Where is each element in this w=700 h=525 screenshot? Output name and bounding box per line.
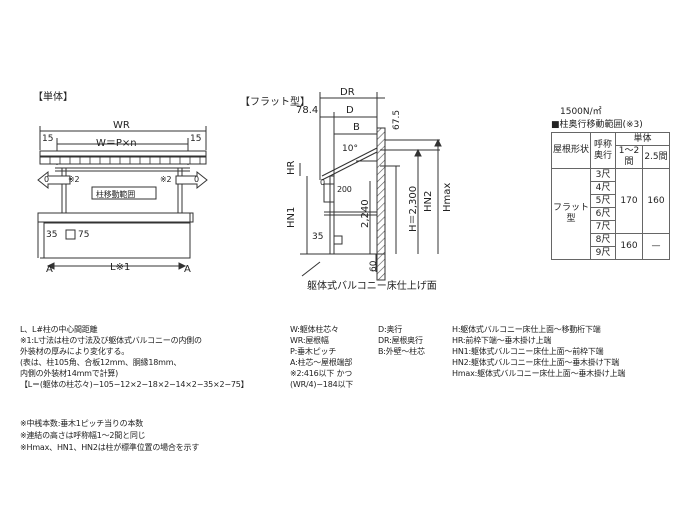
note-line: HN1:躯体式バルコニー床仕上面～前枠下端: [452, 347, 604, 356]
note-line: A:柱芯～屋根端部: [290, 358, 353, 367]
label-hn2: HN2: [423, 190, 434, 212]
cell-v2a: 160: [642, 168, 670, 234]
cell-call: 3尺: [590, 168, 616, 182]
label-2240: 2,240: [360, 199, 371, 228]
front-view: [37, 126, 208, 270]
label-w-formula: W＝P×n: [96, 138, 137, 149]
side-view: [299, 92, 442, 281]
cell-call: 4尺: [590, 181, 616, 195]
label-l-dimension: L※1: [110, 262, 131, 273]
label-side-35: 35: [312, 232, 324, 242]
footnote-line: ※中桟本数:垂木1ピッチ当りの本数: [20, 419, 144, 428]
header-unit: 単体: [615, 132, 670, 146]
cell-call: 9尺: [590, 246, 616, 260]
label-d: D: [346, 105, 354, 116]
header-col2: 2.5間: [642, 145, 670, 169]
note-line: 内側の外装材14mmで計算): [20, 369, 119, 378]
label-wr: WR: [113, 120, 130, 131]
column-range-table: 屋根形状 呼称奥行 単体 1～2間 2.5間 フラット型 3尺 170 160 …: [551, 132, 670, 260]
note-line: (WR/4)−184以下: [290, 380, 354, 389]
note-line: W:躯体柱芯々: [290, 325, 339, 334]
label-60: 60: [369, 260, 379, 272]
note-line: (表は、柱105角、合板12mm、胴縁18mm、: [20, 358, 182, 367]
label-floor-surface: 躯体式バルコニー床仕上げ面: [307, 281, 437, 292]
cell-roof: フラット型: [551, 168, 591, 260]
label-hn1: HN1: [286, 206, 297, 228]
note-line: HN2:躯体式バルコニー床仕上面～垂木掛け下端: [452, 358, 620, 367]
note-line: P:垂木ピッチ: [290, 347, 337, 356]
label-angle: 10°: [342, 144, 358, 154]
label-a-left: A: [46, 264, 53, 275]
table-title: ■柱奥行移動範囲(※3): [551, 120, 643, 130]
footnote-line: ※連結の高さは呼称幅1～2間と同じ: [20, 431, 146, 440]
cell-v1b: 160: [615, 233, 643, 260]
heading-unit: 【単体】: [33, 92, 73, 103]
label-h-2300: H＝2,300: [408, 185, 419, 232]
label-zero-left: 0: [44, 175, 49, 184]
label-left-15: 15: [42, 134, 54, 144]
note-line: 外装材の厚みにより変化する。: [20, 347, 130, 356]
note-line: 【L＝(躯体の柱芯々)−105−12×2−18×2−14×2−35×2−75】: [20, 380, 249, 389]
note-line: DR:屋根奥行: [378, 336, 423, 345]
header-col1: 1～2間: [615, 145, 643, 169]
note-line: WR:屋根幅: [290, 336, 329, 345]
notes-column-1: L、L#柱の中心間距離 ※1:L寸法は柱の寸法及び躯体式バルコニーの内側の 外装…: [20, 324, 249, 390]
header-call: 呼称奥行: [590, 132, 616, 169]
cell-call: 5尺: [590, 194, 616, 208]
note-line: B:外壁～柱芯: [378, 347, 425, 356]
cell-call: 7尺: [590, 220, 616, 234]
label-hr: HR: [286, 160, 297, 175]
cell-call: 6尺: [590, 207, 616, 221]
heading-flat: 【フラット型】: [240, 97, 310, 108]
label-35: 35: [46, 230, 58, 240]
note-line: HR:前枠下端～垂木掛け上端: [452, 336, 552, 345]
label-675: 67.5: [392, 109, 402, 130]
notes-column-2: W:躯体柱芯々 WR:屋根幅 P:垂木ピッチ A:柱芯～屋根端部 ※2:416以…: [290, 324, 353, 390]
label-a-right: A: [184, 264, 191, 275]
label-note2-right: ※2: [160, 175, 172, 184]
label-zero-right: 0: [194, 175, 199, 184]
label-dr: DR: [340, 87, 355, 98]
label-hmax: Hmax: [442, 182, 453, 212]
footnotes: ※中桟本数:垂木1ピッチ当りの本数 ※連結の高さは呼称幅1～2間と同じ ※Hma…: [20, 418, 199, 454]
notes-column-4: H:躯体式バルコニー床仕上面～移動桁下端 HR:前枠下端～垂木掛け上端 HN1:…: [452, 324, 625, 379]
footnote-line: ※Hmax、HN1、HN2は柱が標準位置の場合を示す: [20, 443, 200, 452]
label-b: B: [353, 122, 360, 133]
note-line: ※2:416以下 かつ: [290, 369, 353, 378]
label-column-range: 柱移動範囲: [96, 190, 135, 199]
note-line: H:躯体式バルコニー床仕上面～移動桁下端: [452, 325, 601, 334]
header-roof: 屋根形状: [551, 132, 591, 169]
cell-call: 8尺: [590, 233, 616, 247]
label-note2-left: ※2: [68, 175, 80, 184]
label-75: 75: [78, 230, 90, 240]
note-line: Hmax:躯体式バルコニー床仕上面～垂木掛け上端: [452, 369, 626, 378]
label-200: 200: [337, 185, 352, 194]
label-784: 78.4: [296, 105, 319, 116]
note-line: D:奥行: [378, 325, 403, 334]
label-side-zero: 0: [320, 178, 325, 187]
notes-column-3: D:奥行 DR:屋根奥行 B:外壁～柱芯: [378, 324, 425, 357]
label-load: 1500N/㎡: [560, 107, 602, 117]
label-right-15: 15: [190, 134, 202, 144]
cell-v1a: 170: [615, 168, 643, 234]
note-line: ※1:L寸法は柱の寸法及び躯体式バルコニーの内側の: [20, 336, 202, 345]
cell-v2b: —: [642, 233, 670, 260]
note-line: L、L#柱の中心間距離: [20, 325, 98, 334]
